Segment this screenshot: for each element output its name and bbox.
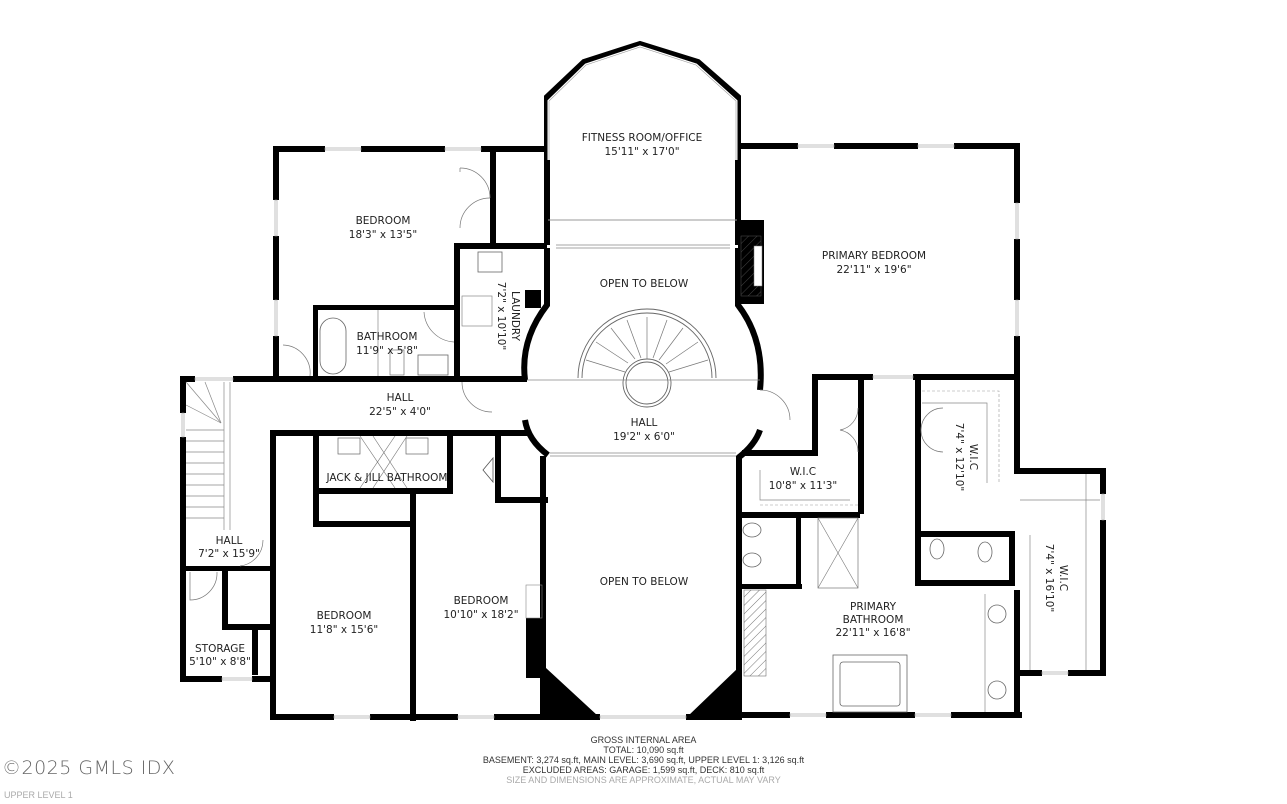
room-name-bedroom-1: BEDROOM <box>356 215 411 227</box>
bottom-bedroom-walls <box>270 456 742 720</box>
room-dims-bedroom-1: 18'3" x 13'5" <box>349 229 417 241</box>
area-total: TOTAL: 10,090 sq.ft <box>603 745 684 755</box>
bathroom-walls <box>313 246 460 380</box>
room-name-primary-bathroom-1: PRIMARY <box>850 601 897 613</box>
jack-jill-walls <box>313 430 548 721</box>
room-name-primary-bathroom-2: BATHROOM <box>843 614 904 626</box>
room-dims-wic-1: 10'8" x 11'3" <box>769 480 837 492</box>
room-name-wic-3: W.I.C <box>1057 565 1069 591</box>
room-name-primary-bedroom: PRIMARY BEDROOM <box>822 250 926 262</box>
room-dims-hall-center: 19'2" x 6'0" <box>613 431 675 443</box>
room-name-open-below-bottom: OPEN TO BELOW <box>600 576 689 588</box>
room-dims-storage: 5'10" x 8'8" <box>189 656 251 668</box>
area-excluded: EXCLUDED AREAS: GARAGE: 1,599 sq.ft, DEC… <box>522 765 765 775</box>
room-dims-primary-bathroom: 22'11" x 16'8" <box>835 627 910 639</box>
room-name-hall-left: HALL <box>216 535 243 547</box>
room-name-wic-1: W.I.C <box>790 466 816 478</box>
area-summary: GROSS INTERNAL AREA TOTAL: 10,090 sq.ft … <box>0 735 1287 785</box>
room-name-hall-main: HALL <box>387 392 414 404</box>
room-dims-fitness: 15'11" x 17'0" <box>604 146 679 158</box>
room-name-fitness: FITNESS ROOM/OFFICE <box>582 132 703 144</box>
area-levels: BASEMENT: 3,274 sq.ft, MAIN LEVEL: 3,690… <box>482 755 805 765</box>
room-dims-wic-3: 7'4" x 16'10" <box>1043 544 1055 612</box>
room-name-laundry: LAUNDRY <box>509 291 521 342</box>
storage-walls <box>180 539 270 682</box>
room-name-hall-center: HALL <box>631 417 658 429</box>
bedroom-1-walls <box>273 146 547 380</box>
area-title: GROSS INTERNAL AREA <box>590 735 697 745</box>
room-labels: FITNESS ROOM/OFFICE 15'11" x 17'0" BEDRO… <box>189 132 1069 668</box>
room-name-wic-2: W.I.C <box>967 444 979 470</box>
room-dims-bathroom: 11'9" x 5'8" <box>356 345 418 357</box>
room-name-open-below-top: OPEN TO BELOW <box>600 278 689 290</box>
room-dims-bedroom-2: 11'8" x 15'6" <box>310 624 378 636</box>
room-dims-hall-main: 22'5" x 4'0" <box>369 406 431 418</box>
room-name-storage: STORAGE <box>195 643 245 655</box>
room-name-bedroom-3: BEDROOM <box>454 595 509 607</box>
room-name-bathroom: BATHROOM <box>357 331 418 343</box>
fitness-room <box>544 40 741 249</box>
rotunda-walls <box>521 220 764 461</box>
room-dims-laundry: 7'2" x 10'10" <box>495 282 507 350</box>
room-dims-wic-2: 7'4" x 12'10" <box>953 423 965 491</box>
laundry-walls <box>454 243 547 327</box>
room-name-bedroom-2: BEDROOM <box>317 610 372 622</box>
level-label: UPPER LEVEL 1 <box>4 790 73 800</box>
room-dims-primary-bedroom: 22'11" x 19'6" <box>836 264 911 276</box>
main-hall-walls <box>180 344 791 720</box>
copyright-watermark: ©2025 GMLS IDX <box>2 757 176 779</box>
primary-suite-walls <box>742 374 1106 718</box>
room-name-jack-jill: JACK & JILL BATHROOM <box>326 472 448 484</box>
room-dims-bedroom-3: 10'10" x 18'2" <box>443 609 518 621</box>
area-disclaimer: SIZE AND DIMENSIONS ARE APPROXIMATE, ACT… <box>506 775 781 785</box>
room-dims-hall-left: 7'2" x 15'9" <box>198 548 260 560</box>
